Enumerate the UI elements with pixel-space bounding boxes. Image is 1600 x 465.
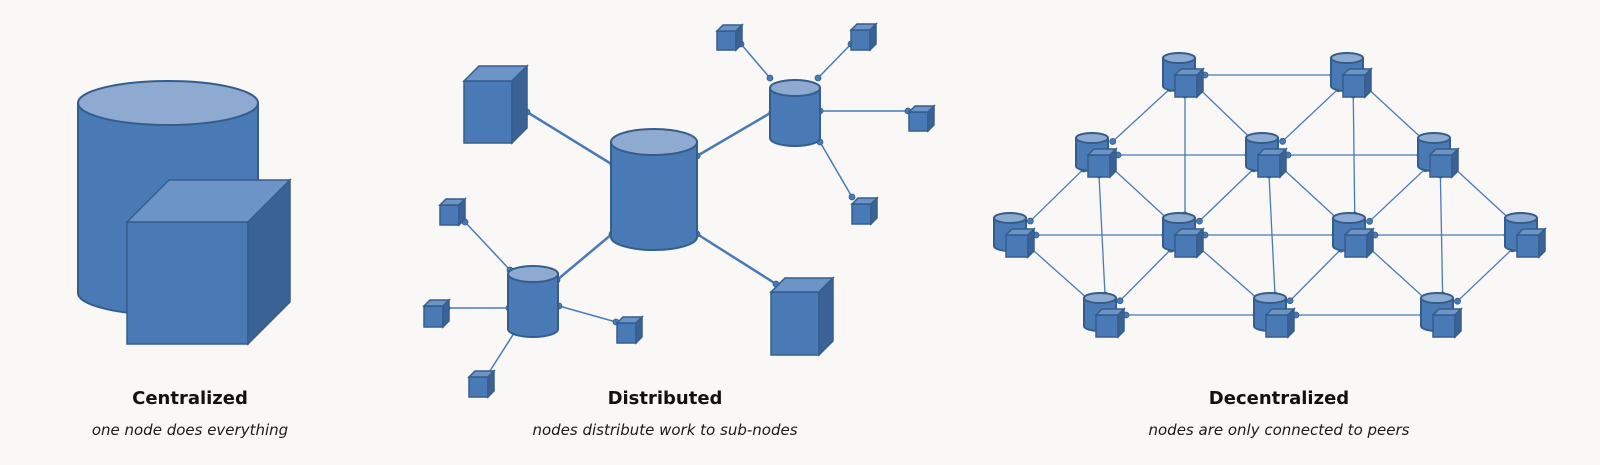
- connector-line: [695, 110, 774, 158]
- connector-line: [1112, 87, 1171, 143]
- distributed-leaf-cube-icon: [467, 369, 496, 399]
- connector-line: [819, 141, 853, 198]
- centralized-subtitle: one node does everything: [91, 421, 289, 439]
- peer-cube-icon: [1173, 227, 1205, 259]
- node-shapes: [77, 22, 1547, 399]
- peer-cube-icon: [1256, 147, 1288, 179]
- decentralized-title: Decentralized: [1208, 388, 1350, 409]
- connector-dot: [766, 74, 774, 82]
- peer-cube-icon: [1094, 307, 1126, 339]
- connector-dot: [1196, 217, 1203, 225]
- connector-line: [817, 43, 852, 79]
- connector-dot: [848, 193, 856, 201]
- distributed-leaf-cube-icon: [715, 23, 744, 52]
- distributed-leaf-cube-icon: [438, 197, 467, 227]
- distributed-leaf-cube-icon: [615, 315, 644, 345]
- distributed-large-cube-bottomright-icon: [769, 276, 835, 357]
- connector-dot: [1366, 217, 1373, 225]
- peer-cube-icon: [1341, 67, 1373, 99]
- peer-cube-icon: [1431, 307, 1463, 339]
- connection-lines: [446, 43, 1514, 375]
- distributed-subtitle: nodes distribute work to sub-nodes: [532, 421, 798, 439]
- peer-cube-icon: [1086, 147, 1118, 179]
- connector-dot: [1286, 297, 1294, 305]
- centralized-caption: Centralized one node does everything: [0, 388, 400, 439]
- distributed-leaf-cube-icon: [422, 298, 451, 329]
- connector-line: [1119, 248, 1172, 302]
- decentralized-caption: Decentralized nodes are only connected t…: [1069, 388, 1489, 439]
- distributed-caption: Distributed nodes distribute work to sub…: [455, 388, 875, 439]
- connector-line: [1112, 167, 1171, 223]
- connector-dot: [1116, 297, 1124, 305]
- connector-line: [1029, 168, 1085, 222]
- connector-line: [1199, 247, 1262, 303]
- connector-line: [740, 43, 771, 79]
- connector-line: [1369, 247, 1429, 303]
- peer-cube-icon: [1515, 227, 1547, 259]
- decentralized-subtitle: nodes are only connected to peers: [1148, 421, 1410, 439]
- connector-line: [695, 232, 778, 286]
- connector-line: [1030, 247, 1092, 303]
- connector-line: [464, 221, 511, 271]
- connector-line: [1368, 168, 1427, 222]
- connector-dot: [1279, 137, 1286, 145]
- peer-cube-icon: [1004, 227, 1036, 259]
- connector-line: [558, 305, 617, 323]
- distributed-leaf-cube-icon: [850, 196, 879, 226]
- peer-cube-icon: [1343, 227, 1375, 259]
- connector-line: [1198, 88, 1255, 142]
- connector-dot: [1109, 138, 1117, 145]
- distributed-subhub-lower-database-icon: [507, 265, 559, 338]
- peer-cube-icon: [1428, 147, 1460, 179]
- connector-dot: [814, 74, 822, 82]
- connector-line: [1367, 87, 1426, 143]
- connector-line: [525, 110, 615, 167]
- peer-cube-icon: [1173, 67, 1205, 99]
- connector-line: [555, 232, 614, 282]
- connector-line: [1282, 167, 1341, 223]
- connector-line: [1198, 168, 1255, 222]
- connector-dot: [1026, 217, 1034, 225]
- distributed-hub-database-icon: [610, 128, 698, 251]
- connector-line: [1289, 248, 1342, 302]
- distributed-subhub-upper-database-icon: [769, 79, 821, 147]
- distributed-title: Distributed: [607, 388, 723, 409]
- peer-cube-icon: [1264, 307, 1296, 339]
- connector-line: [1281, 88, 1340, 142]
- centralized-title: Centralized: [132, 388, 248, 409]
- connector-line: [1456, 248, 1514, 302]
- distributed-leaf-cube-icon: [907, 104, 936, 133]
- distributed-large-cube-topleft-icon: [462, 64, 529, 145]
- connector-line: [487, 329, 517, 375]
- centralized-server-cube-icon: [125, 178, 292, 346]
- connector-dot: [1454, 297, 1461, 305]
- distributed-leaf-cube-icon: [849, 22, 878, 52]
- connector-line: [1454, 167, 1513, 223]
